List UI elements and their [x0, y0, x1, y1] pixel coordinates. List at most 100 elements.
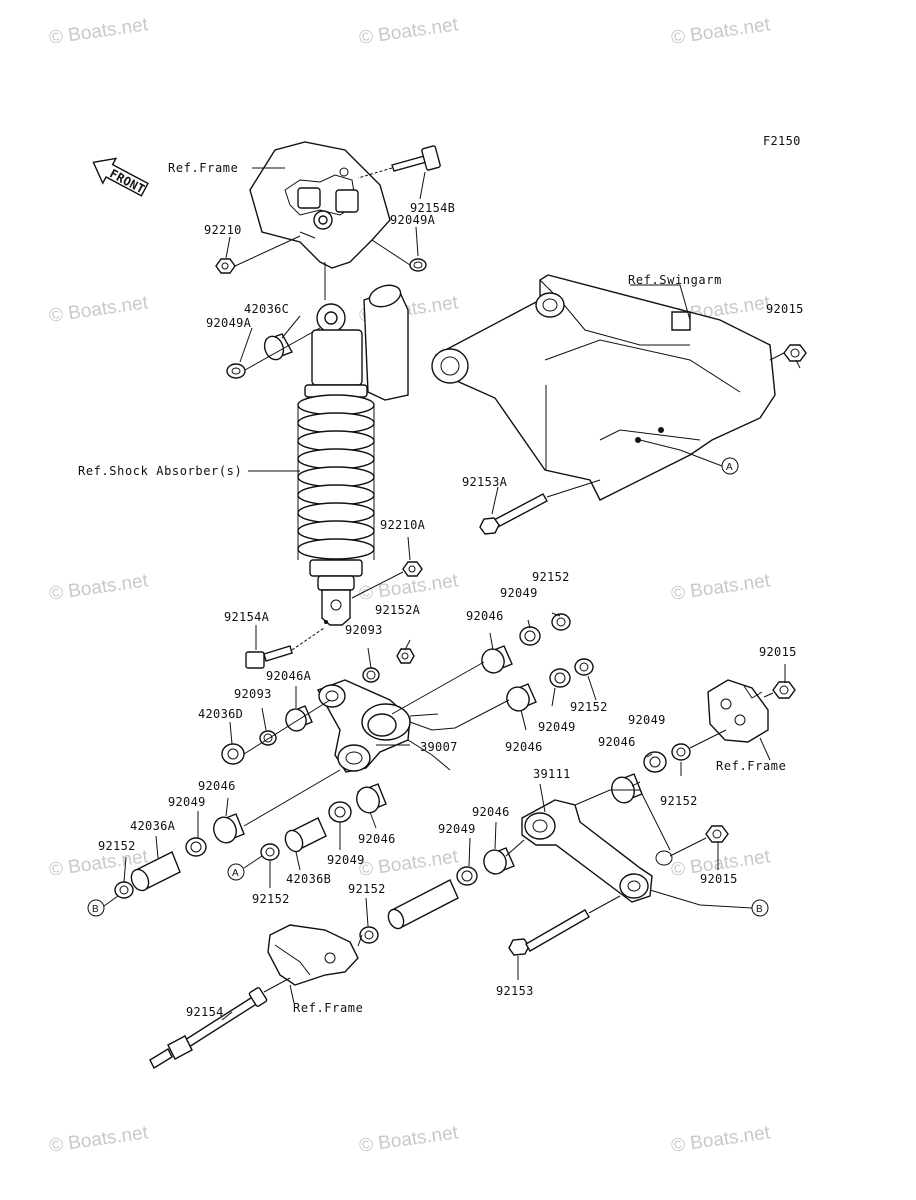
part-label-92152-d: 92152 [98, 839, 136, 853]
collar-92152-e [260, 843, 280, 861]
part-label-92049a-top: 92049A [390, 213, 436, 227]
collar-92152-d [114, 881, 134, 899]
swingarm [431, 274, 776, 501]
bearing-92046-a [481, 645, 513, 674]
assembly-line [243, 769, 341, 827]
part-label-92152a: 92152A [375, 603, 421, 617]
part-label-92210: 92210 [204, 223, 242, 237]
nut-92015-top [769, 344, 807, 362]
front-arrow-icon: FRONT [92, 157, 149, 197]
seal-92093-b [259, 730, 277, 746]
part-label-92154b: 92154B [410, 201, 455, 215]
part-label-92046-b: 92046 [505, 740, 543, 754]
top-frame-bracket [249, 141, 391, 269]
long-sleeve [387, 879, 459, 930]
callout-a-label: A [726, 462, 733, 473]
bolt-92154a [245, 627, 325, 669]
part-label-92015-bottom: 92015 [700, 872, 738, 886]
callout-b-label: B [92, 904, 99, 915]
part-label-92154a: 92154A [224, 610, 270, 624]
part-label-92049a-left: 92049A [206, 316, 252, 330]
part-label-92154: 92154 [186, 1005, 224, 1019]
bottom-frame-bracket [267, 924, 363, 986]
part-label-92152-f: 92152 [348, 882, 386, 896]
washer-92049-d [328, 801, 352, 823]
part-label-92046-a: 92046 [466, 609, 504, 623]
collar-92152-b [574, 658, 594, 676]
nut-92210a [351, 561, 423, 599]
collar-92152-c [671, 743, 691, 761]
bolt-92153a [479, 479, 601, 535]
sleeve-42036a [130, 851, 181, 892]
shock-spring [297, 394, 375, 560]
watermark: © Boats.net [358, 846, 460, 881]
part-label-42036c: 42036C [244, 302, 289, 316]
watermark: © Boats.net [48, 1122, 150, 1157]
part-label-92015-right: 92015 [759, 645, 797, 659]
part-label-92049-f: 92049 [327, 853, 365, 867]
leader-lines [123, 167, 801, 1021]
part-label-92049-c: 92049 [628, 713, 666, 727]
callout-a-swingarm: A [639, 439, 739, 475]
assembly-line [407, 739, 451, 771]
ref-frame-bottom: Ref.Frame [293, 1001, 363, 1015]
right-frame-bracket [707, 679, 769, 743]
bearing-92046-g [483, 847, 515, 875]
seal-92093-a [362, 667, 380, 683]
bearing-92046-b [506, 683, 537, 712]
part-label-42036d: 42036D [198, 707, 243, 721]
front-label: FRONT [107, 166, 147, 196]
part-label-42036b: 42036B [286, 872, 331, 886]
callout-b-label: B [756, 904, 763, 915]
collar-92152-f [359, 926, 379, 944]
callout-b-right: B [649, 889, 769, 917]
part-label-92093-b: 92093 [234, 687, 272, 701]
part-label-92049-b: 92049 [538, 720, 576, 734]
assembly-line [391, 661, 510, 731]
figure-code: F2150 [763, 134, 801, 148]
washer-92049-e [643, 751, 667, 773]
bearing-92046-c [213, 813, 245, 844]
part-label-42036a: 42036A [130, 819, 176, 833]
part-label-92046-d: 92046 [198, 779, 236, 793]
callout-a-lower: A [227, 855, 263, 881]
part-label-92015-top: 92015 [766, 302, 804, 316]
part-label-92152-b: 92152 [570, 700, 608, 714]
ref-frame-right: Ref.Frame [716, 759, 786, 773]
watermark: © Boats.net [358, 14, 460, 49]
part-label-92049-d: 92049 [168, 795, 206, 809]
assembly-line [505, 839, 525, 857]
assembly-line [409, 713, 439, 717]
shaft-92154 [149, 977, 291, 1069]
washer-92049-c [185, 837, 207, 857]
bearing-92046a [285, 705, 313, 732]
rocker-arm-39007 [316, 679, 411, 773]
washer-92049-f [456, 866, 478, 886]
ref-labels: Ref.Frame Ref.Swingarm Ref.Shock Absorbe… [78, 161, 786, 1015]
bolt-92153 [508, 895, 621, 956]
watermark: © Boats.net [48, 570, 150, 605]
part-label-92046-f: 92046 [358, 832, 396, 846]
washer-92049a-left [226, 327, 321, 379]
part-label-92152-a: 92152 [532, 570, 570, 584]
ref-frame-top: Ref.Frame [168, 161, 238, 175]
assembly-line [243, 699, 331, 755]
watermark: © Boats.net [48, 292, 150, 327]
bolt-92154b [357, 145, 441, 179]
washer-92049a-top [371, 239, 427, 272]
part-label-92210a: 92210A [380, 518, 426, 532]
part-label-92152-c: 92152 [660, 794, 698, 808]
part-label-39007: 39007 [420, 740, 458, 754]
sleeve-42036c [263, 333, 294, 361]
nut-92015-right [763, 681, 796, 699]
collar-92152-a [551, 613, 571, 631]
part-label-39111: 39111 [533, 767, 571, 781]
part-label-92046-c: 92046 [598, 735, 636, 749]
ref-shock-absorber: Ref.Shock Absorber(s) [78, 464, 242, 478]
nut-92015-bottom [669, 825, 729, 857]
part-label-92153a: 92153A [462, 475, 508, 489]
callout-b-left: B [87, 895, 119, 917]
watermarks: © Boats.net © Boats.net © Boats.net © Bo… [48, 14, 772, 1157]
